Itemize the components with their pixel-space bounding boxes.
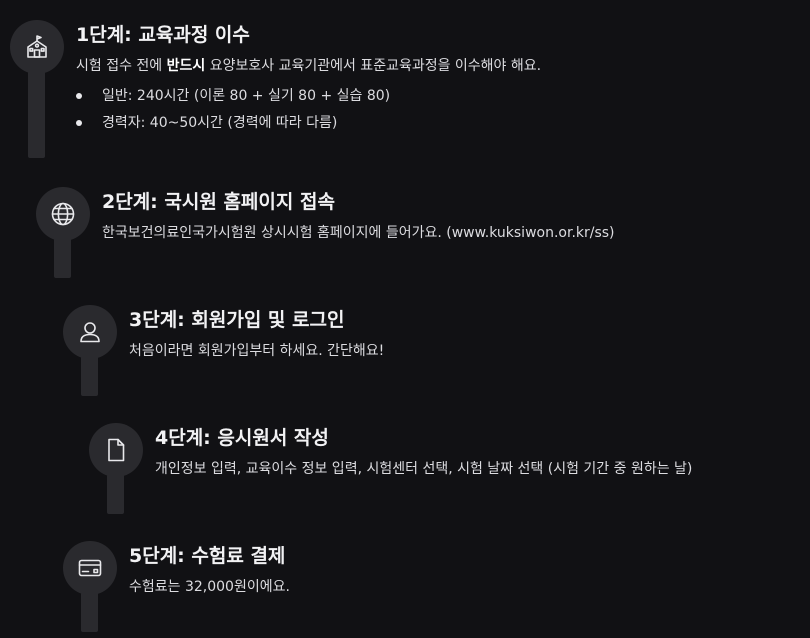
step-4-badge [89, 423, 143, 477]
step-5-title: 5단계: 수험료 결제 [129, 545, 286, 567]
school-icon [27, 35, 47, 58]
list-item: 경력자: 40~50시간 (경력에 따라 다름) [76, 113, 541, 133]
user-icon [80, 322, 100, 343]
step-4-title: 4단계: 응시원서 작성 [155, 427, 329, 449]
step-5-description: 수험료는 32,000원이에요. [129, 579, 290, 595]
step-1-hours-list: 일반: 240시간 (이론 80 + 실기 80 + 실습 80) 경력자: 4… [76, 86, 541, 133]
credit-card-icon [78, 559, 102, 577]
step-3-title: 3단계: 회원가입 및 로그인 [129, 309, 345, 331]
step-1-stem [28, 60, 45, 158]
step-2-description: 한국보건의료인국가시험원 상시시험 홈페이지에 들어가요. (www.kuksi… [102, 225, 615, 241]
step-3-description: 처음이라면 회원가입부터 하세요. 간단해요! [129, 343, 385, 359]
bullet-dot [76, 120, 82, 126]
document-icon [108, 438, 125, 462]
step-2-title: 2단계: 국시원 홈페이지 접속 [102, 191, 335, 213]
step-2-badge [36, 187, 90, 241]
globe-icon [51, 202, 75, 226]
step-4-description: 개인정보 입력, 교육이수 정보 입력, 시험센터 선택, 시험 날짜 선택 (… [155, 461, 693, 477]
step-1-badge [10, 20, 64, 74]
step-1-description: 시험 접수 전에 반드시 요양보호사 교육기관에서 표준교육과정을 이수해야 해… [76, 58, 542, 74]
list-item: 일반: 240시간 (이론 80 + 실기 80 + 실습 80) [76, 86, 541, 106]
step-3-badge [63, 305, 117, 359]
step-1-title: 1단계: 교육과정 이수 [76, 24, 250, 46]
step-1-emphasis: 반드시 [166, 58, 206, 74]
step-5-badge [63, 541, 117, 595]
bullet-dot [76, 93, 82, 99]
